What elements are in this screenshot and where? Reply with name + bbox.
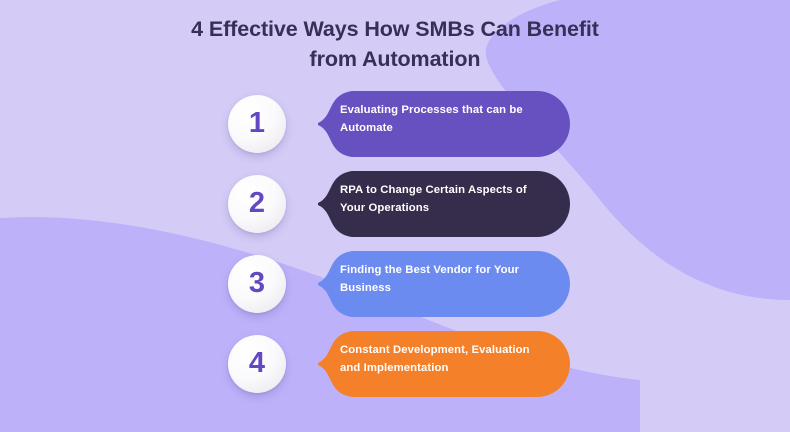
step-card-path-3 — [318, 251, 570, 317]
step-row-3[interactable]: Finding the Best Vendor for Your Busines… — [222, 249, 572, 319]
title-line-2: from Automation — [309, 47, 481, 71]
background-blob-top-right — [485, 0, 790, 300]
step-row-1[interactable]: Evaluating Processes that can be Automat… — [222, 89, 572, 159]
step-number-2: 2 — [248, 187, 266, 219]
step-label-3: Finding the Best Vendor for Your Busines… — [340, 264, 520, 294]
step-badge-3: 3 — [228, 255, 286, 313]
step-card-path-4 — [318, 331, 570, 397]
step-card-shape-2 — [318, 171, 570, 237]
step-label-2: RPA to Change Certain Aspects of Your Op… — [340, 184, 527, 214]
step-card-shape-4 — [318, 331, 570, 397]
step-number-3: 3 — [248, 267, 266, 299]
step-number-1: 1 — [248, 107, 266, 139]
step-card-shape-1 — [318, 91, 570, 157]
step-badge-1: 1 — [228, 95, 286, 153]
step-badge-4: 4 — [228, 335, 286, 393]
page-title: 4 Effective Ways How SMBs Can Benefit fr… — [0, 14, 790, 74]
title-line-1: 4 Effective Ways How SMBs Can Benefit — [191, 17, 599, 41]
step-label-4: Constant Development, Evaluation and Imp… — [340, 344, 530, 374]
step-card-path-2 — [318, 171, 570, 237]
step-row-4[interactable]: Constant Development, Evaluation and Imp… — [222, 329, 572, 399]
step-badge-2: 2 — [228, 175, 286, 233]
step-card-shape-3 — [318, 251, 570, 317]
step-card-path-1 — [318, 91, 570, 157]
step-card-4[interactable] — [222, 329, 572, 399]
step-number-4: 4 — [248, 347, 266, 379]
step-card-1[interactable] — [222, 89, 572, 159]
step-label-1: Evaluating Processes that can be Automat… — [340, 104, 523, 134]
step-card-3[interactable] — [222, 249, 572, 319]
step-card-2[interactable] — [222, 169, 572, 239]
step-row-2[interactable]: RPA to Change Certain Aspects of Your Op… — [222, 169, 572, 239]
